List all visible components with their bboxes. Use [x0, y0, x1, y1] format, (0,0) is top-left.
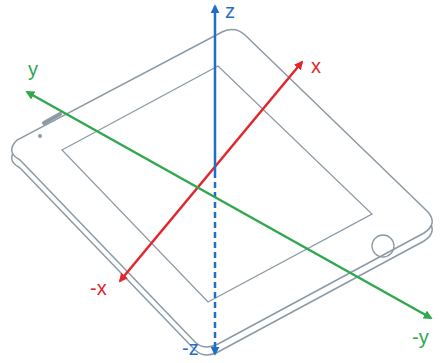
z-axis-positive	[214, 6, 217, 172]
y-axis	[27, 92, 431, 318]
z-axis-negative	[214, 172, 217, 354]
x-axis	[120, 62, 302, 281]
phone-screen	[62, 66, 372, 302]
phone-body	[12, 30, 433, 347]
axis-label: z	[223, 0, 237, 22]
axis-label: x	[309, 55, 323, 77]
home-button	[372, 235, 394, 257]
phone-speaker	[44, 114, 60, 123]
axis-label: -y	[410, 326, 431, 348]
phone-camera	[38, 134, 42, 138]
axis-label: -z	[180, 337, 201, 359]
axis-label: -x	[88, 277, 109, 299]
axis-label: y	[26, 58, 40, 80]
